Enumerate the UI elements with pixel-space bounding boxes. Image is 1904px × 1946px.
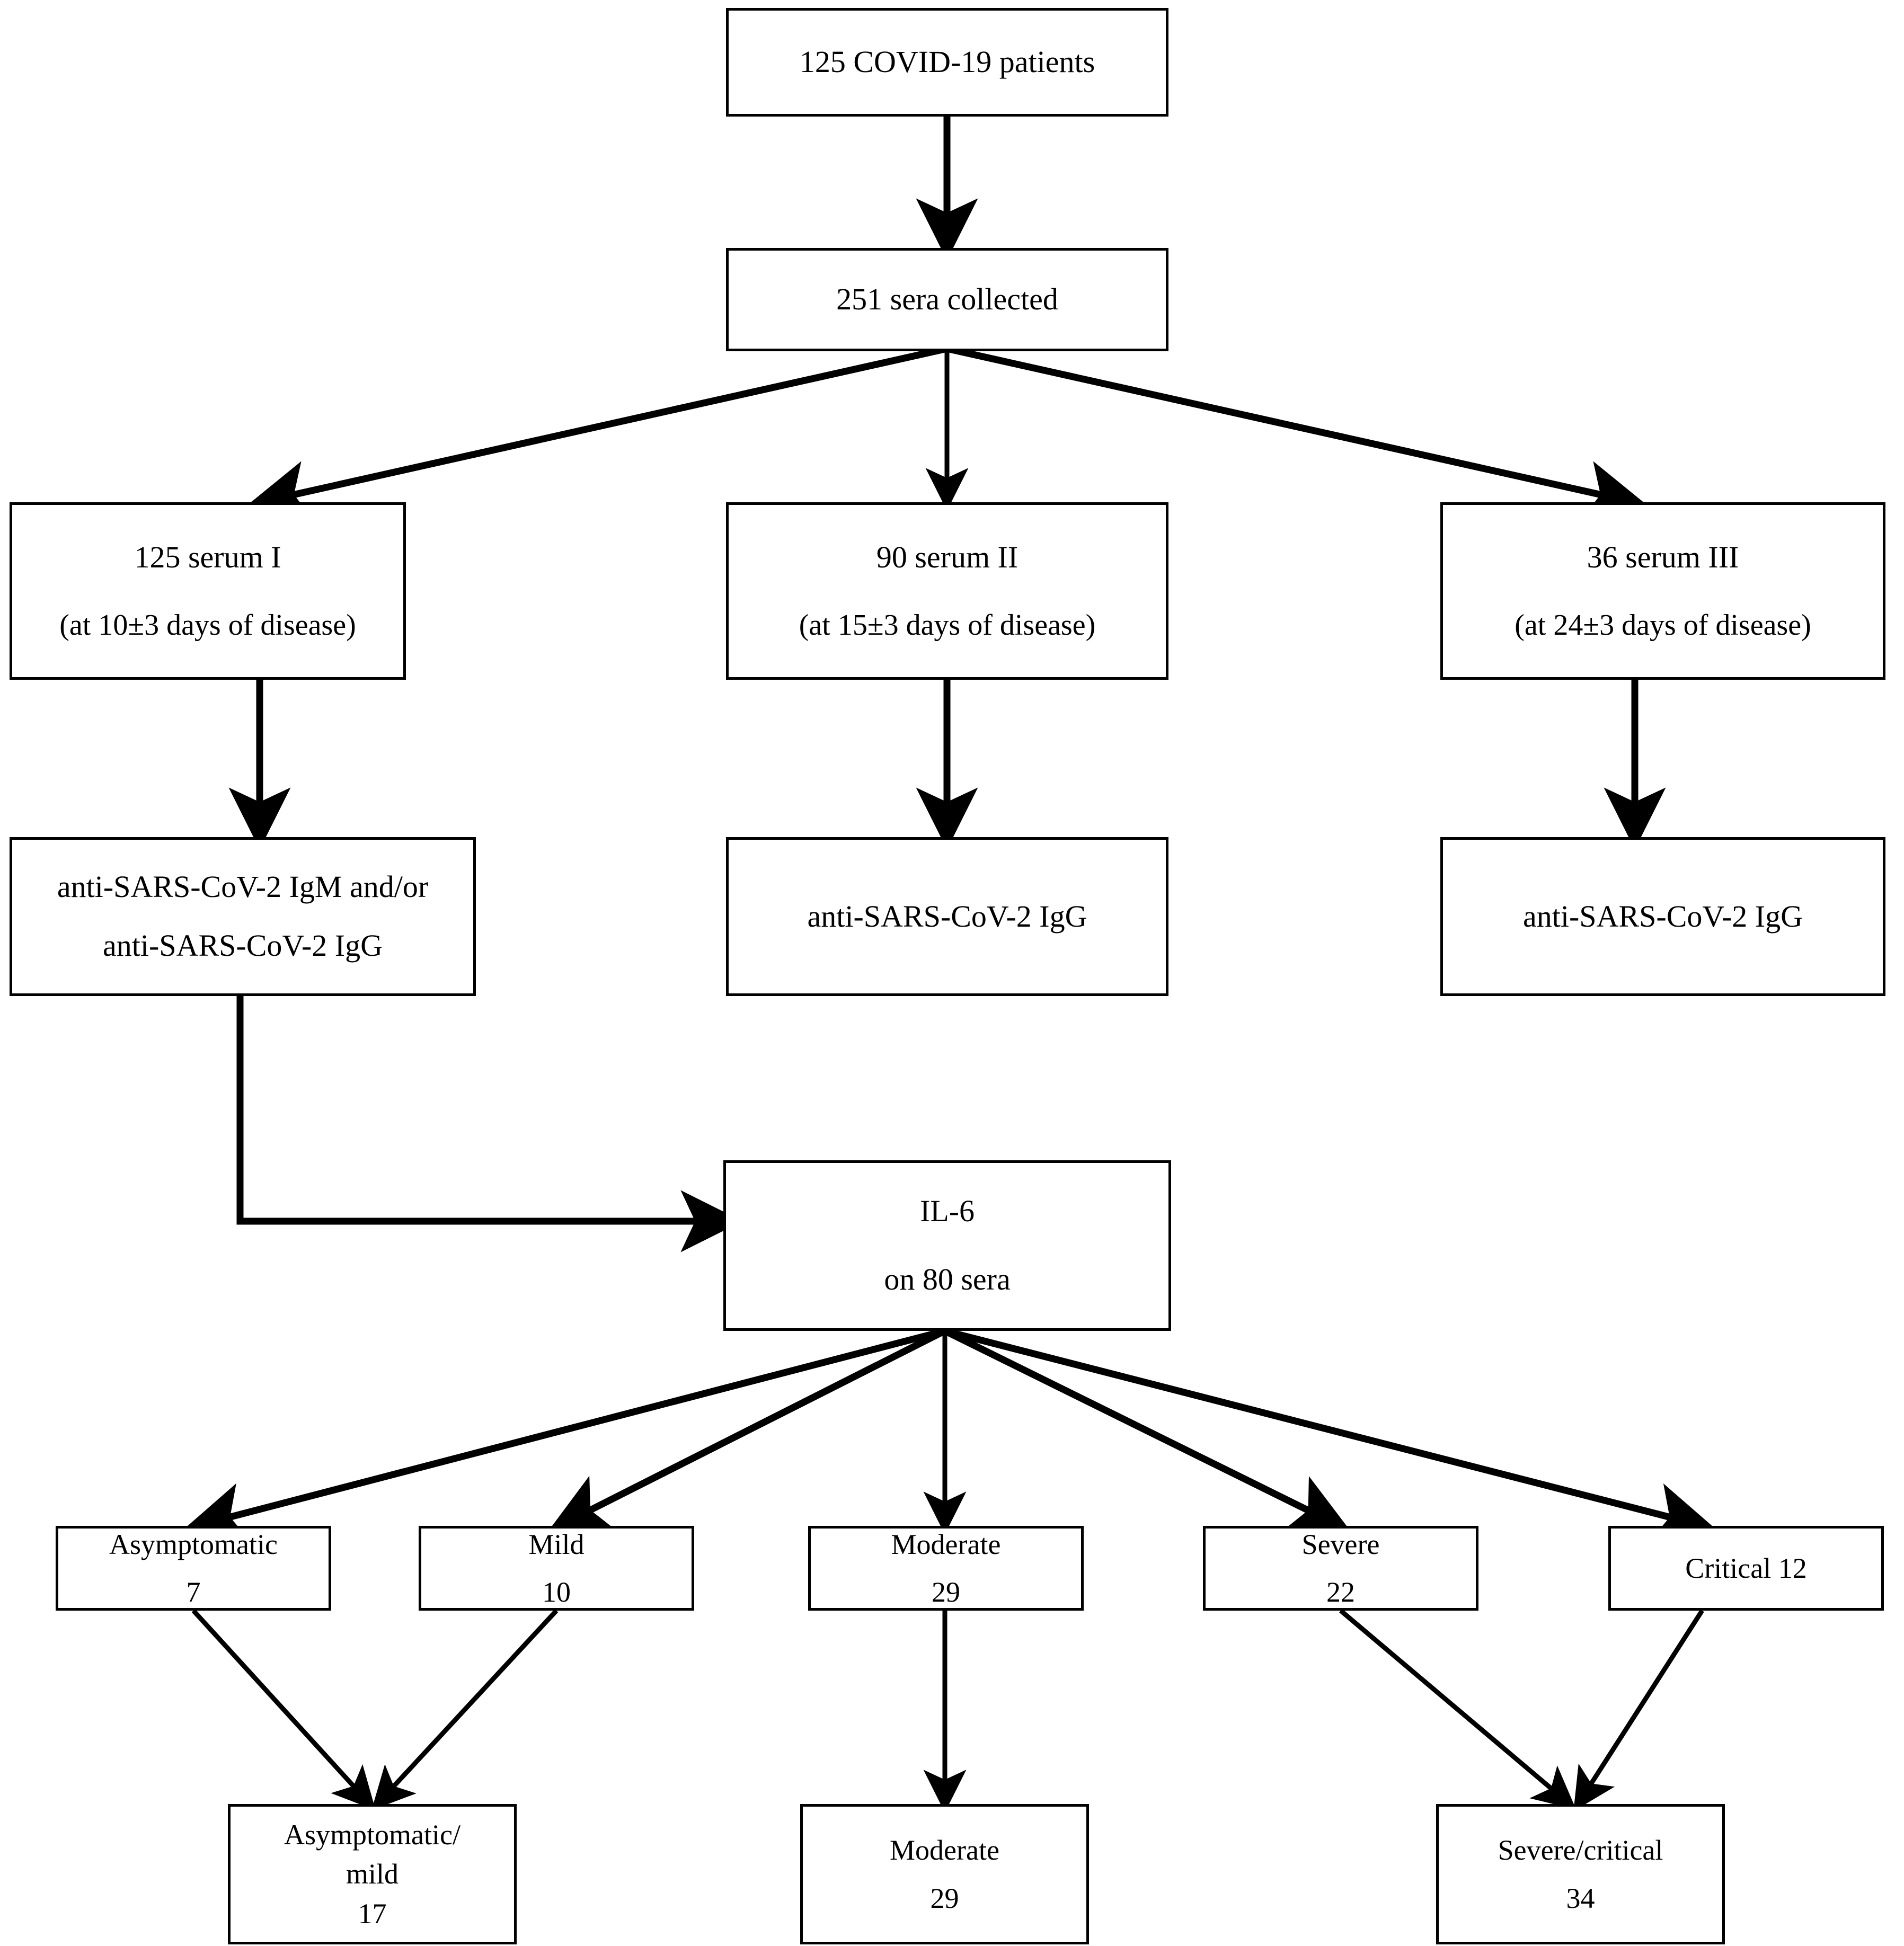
node-serum-iii[interactable]: 36 serum III (at 24±3 days of disease) bbox=[1440, 502, 1885, 680]
node-sera-collected-line-1: 251 sera collected bbox=[836, 282, 1058, 317]
node-group-asymptomatic-mild-line-2: mild bbox=[346, 1858, 398, 1890]
node-severity-moderate[interactable]: Moderate 29 bbox=[808, 1526, 1084, 1611]
edge-severe-to-severe-critical bbox=[1339, 1609, 1577, 1810]
node-severity-moderate-label: Moderate bbox=[891, 1528, 1001, 1560]
edge-il6-to-critical bbox=[944, 1327, 1716, 1544]
node-group-asymptomatic-mild-count: 17 bbox=[358, 1897, 387, 1930]
node-assay-igm-igg-line-2: anti-SARS-CoV-2 IgG bbox=[103, 928, 383, 963]
node-group-severe-critical[interactable]: Severe/critical 34 bbox=[1436, 1804, 1725, 1944]
edge-sera-to-serum1 bbox=[247, 345, 948, 522]
node-severity-severe-label: Severe bbox=[1301, 1528, 1380, 1560]
node-severity-severe-count: 22 bbox=[1326, 1576, 1355, 1608]
node-group-asymptomatic-mild[interactable]: Asymptomatic/ mild 17 bbox=[228, 1804, 517, 1944]
edge-sera-to-serum3 bbox=[946, 345, 1647, 522]
node-il6-line-2: on 80 sera bbox=[884, 1262, 1011, 1296]
node-patients[interactable]: 125 COVID-19 patients bbox=[726, 8, 1168, 117]
edge-assay1-to-il6 bbox=[236, 996, 743, 1252]
node-group-moderate-count: 29 bbox=[930, 1882, 959, 1914]
node-assay-igg-iii-line-1: anti-SARS-CoV-2 IgG bbox=[1523, 899, 1803, 934]
node-group-moderate-label: Moderate bbox=[890, 1834, 999, 1867]
node-severity-severe[interactable]: Severe 22 bbox=[1203, 1526, 1478, 1611]
edge-il6-to-mild bbox=[548, 1328, 946, 1532]
node-il6-line-1: IL-6 bbox=[919, 1194, 975, 1229]
node-severity-mild-label: Mild bbox=[528, 1528, 585, 1560]
node-serum-i-line-1: 125 serum I bbox=[134, 539, 281, 574]
edge-critical-to-severe-critical bbox=[1573, 1609, 1704, 1811]
edge-il6-to-severe bbox=[943, 1328, 1351, 1532]
node-severity-asymptomatic[interactable]: Asymptomatic 7 bbox=[56, 1526, 331, 1611]
node-assay-igm-igg[interactable]: anti-SARS-CoV-2 IgM and/or anti-SARS-CoV… bbox=[10, 837, 476, 996]
node-serum-i-line-2: (at 10±3 days of disease) bbox=[59, 608, 356, 642]
node-severity-critical-label: Critical 12 bbox=[1685, 1552, 1807, 1584]
node-group-severe-critical-count: 34 bbox=[1566, 1882, 1595, 1914]
node-group-moderate[interactable]: Moderate 29 bbox=[800, 1804, 1089, 1944]
node-severity-critical[interactable]: Critical 12 bbox=[1608, 1526, 1884, 1611]
node-patients-line-1: 125 COVID-19 patients bbox=[799, 45, 1095, 79]
node-sera-collected[interactable]: 251 sera collected bbox=[726, 248, 1168, 351]
node-severity-moderate-count: 29 bbox=[932, 1576, 960, 1608]
edge-mild-to-asymptomatic-mild bbox=[371, 1609, 559, 1810]
node-serum-ii[interactable]: 90 serum II (at 15±3 days of disease) bbox=[726, 502, 1168, 680]
node-assay-igg-ii[interactable]: anti-SARS-CoV-2 IgG bbox=[726, 837, 1168, 996]
node-serum-ii-line-1: 90 serum II bbox=[876, 539, 1019, 574]
node-serum-iii-line-2: (at 24±3 days of disease) bbox=[1515, 608, 1811, 642]
node-serum-iii-line-1: 36 serum III bbox=[1587, 539, 1739, 574]
node-assay-igg-ii-line-1: anti-SARS-CoV-2 IgG bbox=[807, 899, 1087, 934]
node-assay-igg-iii[interactable]: anti-SARS-CoV-2 IgG bbox=[1440, 837, 1885, 996]
edge-asymptomatic-to-asymptomatic-mild bbox=[191, 1609, 376, 1810]
node-serum-ii-line-2: (at 15±3 days of disease) bbox=[799, 608, 1096, 642]
edge-il6-to-asymptomatic bbox=[184, 1327, 946, 1544]
node-severity-asymptomatic-count: 7 bbox=[186, 1576, 201, 1608]
node-assay-igm-igg-line-1: anti-SARS-CoV-2 IgM and/or bbox=[57, 869, 429, 904]
node-serum-i[interactable]: 125 serum I (at 10±3 days of disease) bbox=[10, 502, 406, 680]
node-severity-asymptomatic-label: Asymptomatic bbox=[109, 1528, 278, 1560]
node-il6[interactable]: IL-6 on 80 sera bbox=[723, 1160, 1171, 1331]
node-group-severe-critical-label: Severe/critical bbox=[1498, 1834, 1663, 1867]
node-group-asymptomatic-mild-line-1: Asymptomatic/ bbox=[284, 1818, 460, 1851]
node-severity-mild-count: 10 bbox=[542, 1576, 571, 1608]
node-severity-mild[interactable]: Mild 10 bbox=[419, 1526, 694, 1611]
